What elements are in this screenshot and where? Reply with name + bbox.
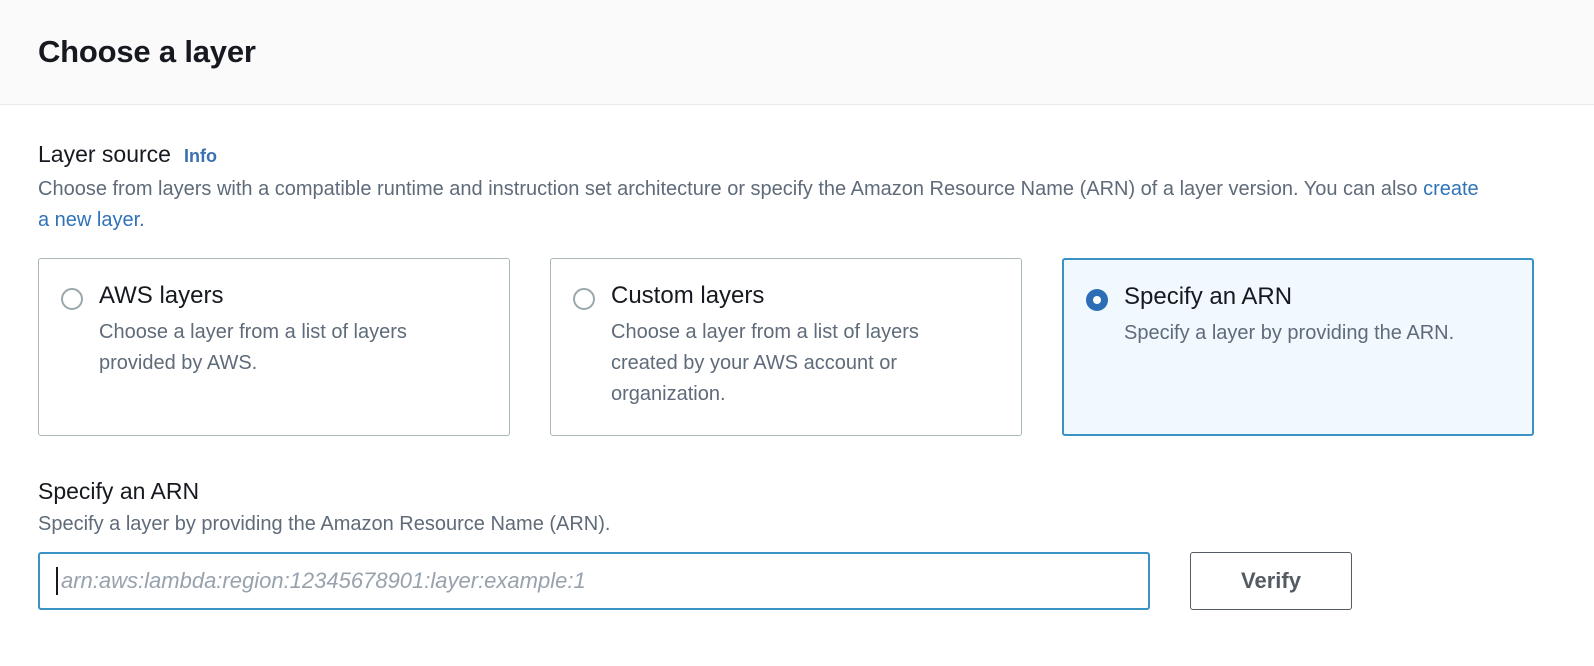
verify-button[interactable]: Verify bbox=[1190, 552, 1352, 610]
arn-section-description: Specify a layer by providing the Amazon … bbox=[38, 513, 611, 535]
arn-input-row: Verify bbox=[38, 552, 1556, 610]
option-specify-arn-text: Specify an ARN Specify a layer by provid… bbox=[1124, 282, 1454, 414]
radio-icon-specify-arn[interactable] bbox=[1086, 289, 1108, 311]
option-description: Specify a layer by providing the ARN. bbox=[1124, 322, 1455, 344]
option-title: Custom layers bbox=[611, 282, 765, 309]
layer-source-options: AWS layers Choose a layer from a list of… bbox=[38, 258, 1556, 436]
option-description: Choose a layer from a list of layers pro… bbox=[99, 321, 407, 374]
option-custom-layers[interactable]: Custom layers Choose a layer from a list… bbox=[550, 258, 1022, 436]
modal-header: Choose a layer bbox=[0, 0, 1594, 105]
radio-icon-custom-layers[interactable] bbox=[573, 288, 595, 310]
layer-source-label-row: Layer source Info bbox=[38, 141, 1556, 168]
layer-source-description-period: . bbox=[139, 209, 145, 231]
text-caret bbox=[56, 567, 58, 595]
option-specify-arn[interactable]: Specify an ARN Specify a layer by provid… bbox=[1062, 258, 1534, 436]
option-aws-layers-text: AWS layers Choose a layer from a list of… bbox=[99, 281, 459, 415]
option-title: AWS layers bbox=[99, 282, 224, 309]
layer-source-description-text: Choose from layers with a compatible run… bbox=[38, 178, 1424, 200]
arn-section-title: Specify an ARN bbox=[38, 478, 200, 504]
option-title: Specify an ARN bbox=[1124, 283, 1293, 310]
arn-section: Specify an ARN Specify a layer by provid… bbox=[38, 478, 1556, 610]
layer-source-description: Choose from layers with a compatible run… bbox=[38, 174, 1488, 236]
arn-input-wrapper[interactable] bbox=[38, 552, 1150, 610]
info-link[interactable]: Info bbox=[183, 146, 217, 166]
option-description: Choose a layer from a list of layers cre… bbox=[611, 321, 919, 405]
arn-input[interactable] bbox=[58, 554, 1132, 608]
page-title: Choose a layer bbox=[38, 34, 256, 69]
create-new-layer-link[interactable]: create a new layer bbox=[38, 178, 1479, 231]
modal-body: Layer source Info Choose from layers wit… bbox=[0, 105, 1594, 610]
option-aws-layers[interactable]: AWS layers Choose a layer from a list of… bbox=[38, 258, 510, 436]
option-custom-layers-text: Custom layers Choose a layer from a list… bbox=[611, 281, 971, 415]
radio-icon-aws-layers[interactable] bbox=[61, 288, 83, 310]
layer-source-label: Layer source bbox=[38, 141, 171, 167]
